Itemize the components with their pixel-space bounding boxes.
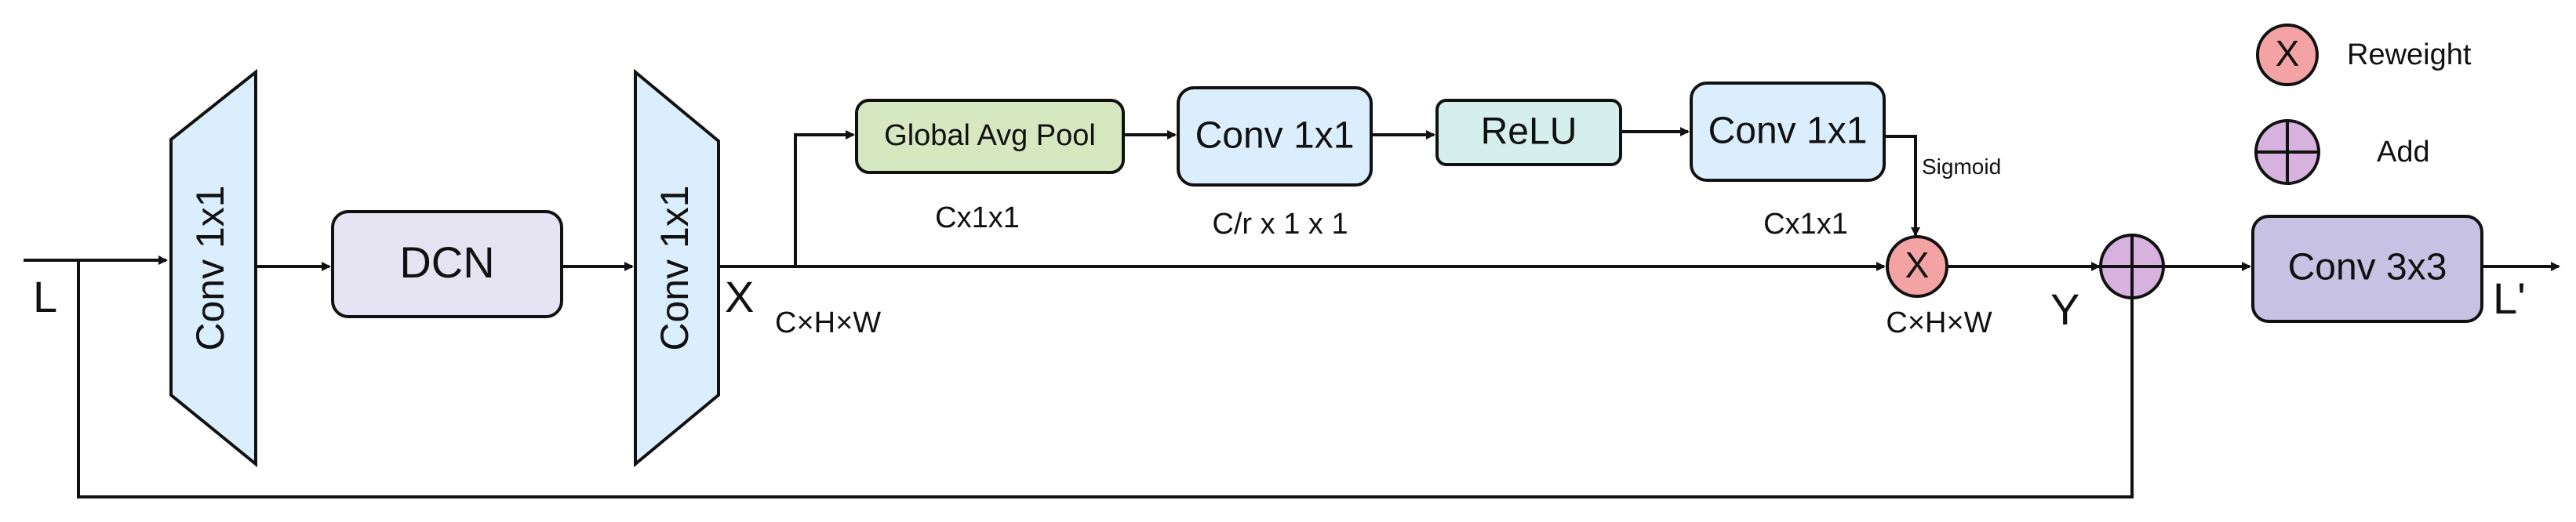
conv3-block [2251, 215, 2483, 323]
x-label: X [725, 272, 754, 321]
input-label: L [33, 272, 57, 321]
legend-reweight-symbol: X [2276, 33, 2300, 74]
relu-label: ReLU [1481, 111, 1577, 153]
x-shape-label: C×H×W [775, 306, 881, 339]
reweight-node [1886, 235, 1948, 298]
legend-add-label: Add [2377, 136, 2430, 169]
connectors [24, 127, 2560, 498]
gap-block [855, 99, 1125, 174]
conv2-trapezoid [634, 68, 720, 468]
y-label: Y [2050, 285, 2079, 334]
gap-label: Global Avg Pool [884, 119, 1096, 152]
sigmoid-label: Sigmoid [1922, 154, 2001, 179]
legend-reweight-label: Reweight [2347, 38, 2472, 71]
dcn-label: DCN [399, 237, 494, 287]
arrow-x-to-gap [794, 130, 855, 266]
legend: X Reweight Add [2254, 24, 2472, 185]
arrow-skip-connection [77, 260, 2137, 498]
dcn-block [331, 210, 563, 318]
conv1-trapezoid [169, 68, 257, 468]
conv1-label: Conv 1x1 [188, 185, 232, 350]
conv-b-block [1690, 82, 1886, 182]
reweight-symbol: X [1905, 245, 1930, 285]
gap-shape-label: Cx1x1 [935, 201, 1020, 234]
reweight-shape-label: C×H×W [1886, 306, 1992, 339]
arrow-conv-b-to-reweight [1884, 135, 1920, 237]
add-node [2099, 234, 2165, 299]
conv2-label: Conv 1x1 [653, 185, 697, 350]
legend-reweight-icon [2256, 24, 2319, 86]
legend-add-icon [2254, 119, 2320, 185]
conv-a-shape-label: C/r x 1 x 1 [1212, 208, 1348, 241]
conv-b-label: Conv 1x1 [1708, 111, 1868, 152]
relu-block [1435, 99, 1622, 166]
conv-a-label: Conv 1x1 [1195, 115, 1355, 157]
conv3-label: Conv 3x3 [2288, 247, 2447, 288]
output-label: L' [2493, 274, 2526, 323]
conv-b-shape-label: Cx1x1 [1763, 208, 1848, 241]
conv-a-block [1177, 86, 1373, 187]
